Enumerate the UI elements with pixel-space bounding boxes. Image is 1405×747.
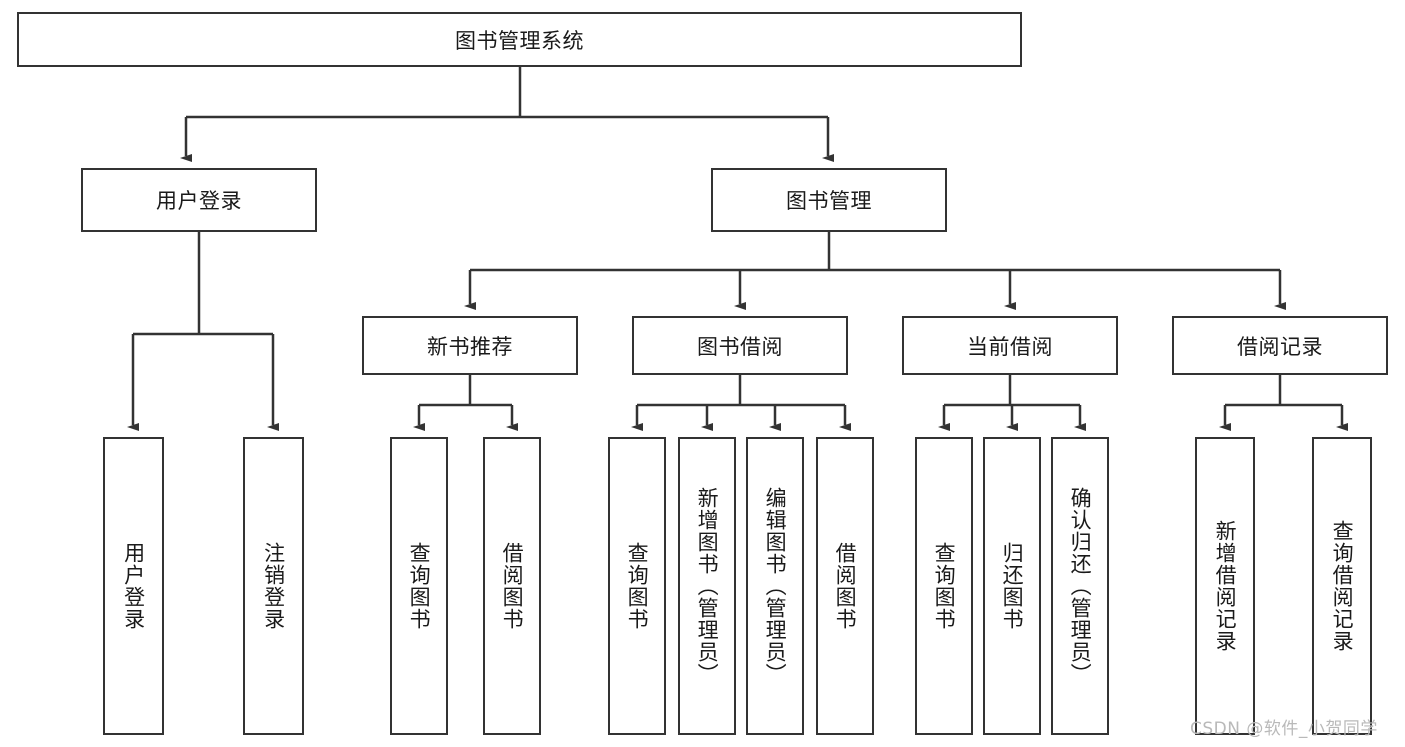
node-leaf-query-book-3-label: 查询图书	[932, 542, 957, 630]
node-leaf-user-login-label: 用户登录	[121, 542, 146, 630]
node-leaf-borrow-book-1-label: 借阅图书	[500, 542, 525, 630]
node-root-label: 图书管理系统	[455, 28, 584, 53]
node-leaf-edit-book[interactable]: 编辑图书（管理员）	[746, 437, 804, 735]
node-leaf-query-book-2-label: 查询图书	[625, 542, 650, 630]
node-leaf-query-borrow-record[interactable]: 查询借阅记录	[1312, 437, 1372, 735]
node-leaf-user-logout-label: 注销登录	[261, 542, 286, 630]
node-leaf-borrow-book-2[interactable]: 借阅图书	[816, 437, 874, 735]
node-current-borrow[interactable]: 当前借阅	[902, 316, 1118, 375]
node-new-book-recommend-label: 新书推荐	[427, 334, 513, 359]
node-book-manage-label: 图书管理	[786, 189, 872, 213]
node-new-book-recommend[interactable]: 新书推荐	[362, 316, 578, 375]
node-leaf-query-book-3[interactable]: 查询图书	[915, 437, 973, 735]
node-leaf-add-borrow-record[interactable]: 新增借阅记录	[1195, 437, 1255, 735]
node-book-borrow-label: 图书借阅	[697, 334, 783, 359]
node-leaf-add-book[interactable]: 新增图书（管理员）	[678, 437, 736, 735]
node-leaf-add-book-label: 新增图书（管理员）	[695, 487, 720, 685]
node-leaf-query-book-2[interactable]: 查询图书	[608, 437, 666, 735]
node-leaf-user-login[interactable]: 用户登录	[103, 437, 164, 735]
node-leaf-borrow-book-2-label: 借阅图书	[833, 542, 858, 630]
node-user-login[interactable]: 用户登录	[81, 168, 317, 232]
node-leaf-add-borrow-record-label: 新增借阅记录	[1213, 520, 1238, 652]
node-leaf-query-book-1[interactable]: 查询图书	[390, 437, 448, 735]
node-leaf-borrow-book-1[interactable]: 借阅图书	[483, 437, 541, 735]
watermark: CSDN @软件_小贺同学	[1190, 719, 1378, 739]
node-leaf-confirm-return[interactable]: 确认归还（管理员）	[1051, 437, 1109, 735]
node-book-borrow[interactable]: 图书借阅	[632, 316, 848, 375]
node-leaf-confirm-return-label: 确认归还（管理员）	[1068, 487, 1093, 685]
node-borrow-record-label: 借阅记录	[1237, 334, 1323, 359]
node-leaf-return-book[interactable]: 归还图书	[983, 437, 1041, 735]
node-leaf-query-book-1-label: 查询图书	[407, 542, 432, 630]
node-book-manage[interactable]: 图书管理	[711, 168, 947, 232]
node-leaf-edit-book-label: 编辑图书（管理员）	[763, 487, 788, 685]
node-borrow-record[interactable]: 借阅记录	[1172, 316, 1388, 375]
node-leaf-return-book-label: 归还图书	[1000, 542, 1025, 630]
node-leaf-user-logout[interactable]: 注销登录	[243, 437, 304, 735]
node-current-borrow-label: 当前借阅	[967, 334, 1053, 359]
node-user-login-label: 用户登录	[156, 189, 242, 213]
node-root[interactable]: 图书管理系统	[17, 12, 1022, 67]
node-leaf-query-borrow-record-label: 查询借阅记录	[1330, 520, 1355, 652]
